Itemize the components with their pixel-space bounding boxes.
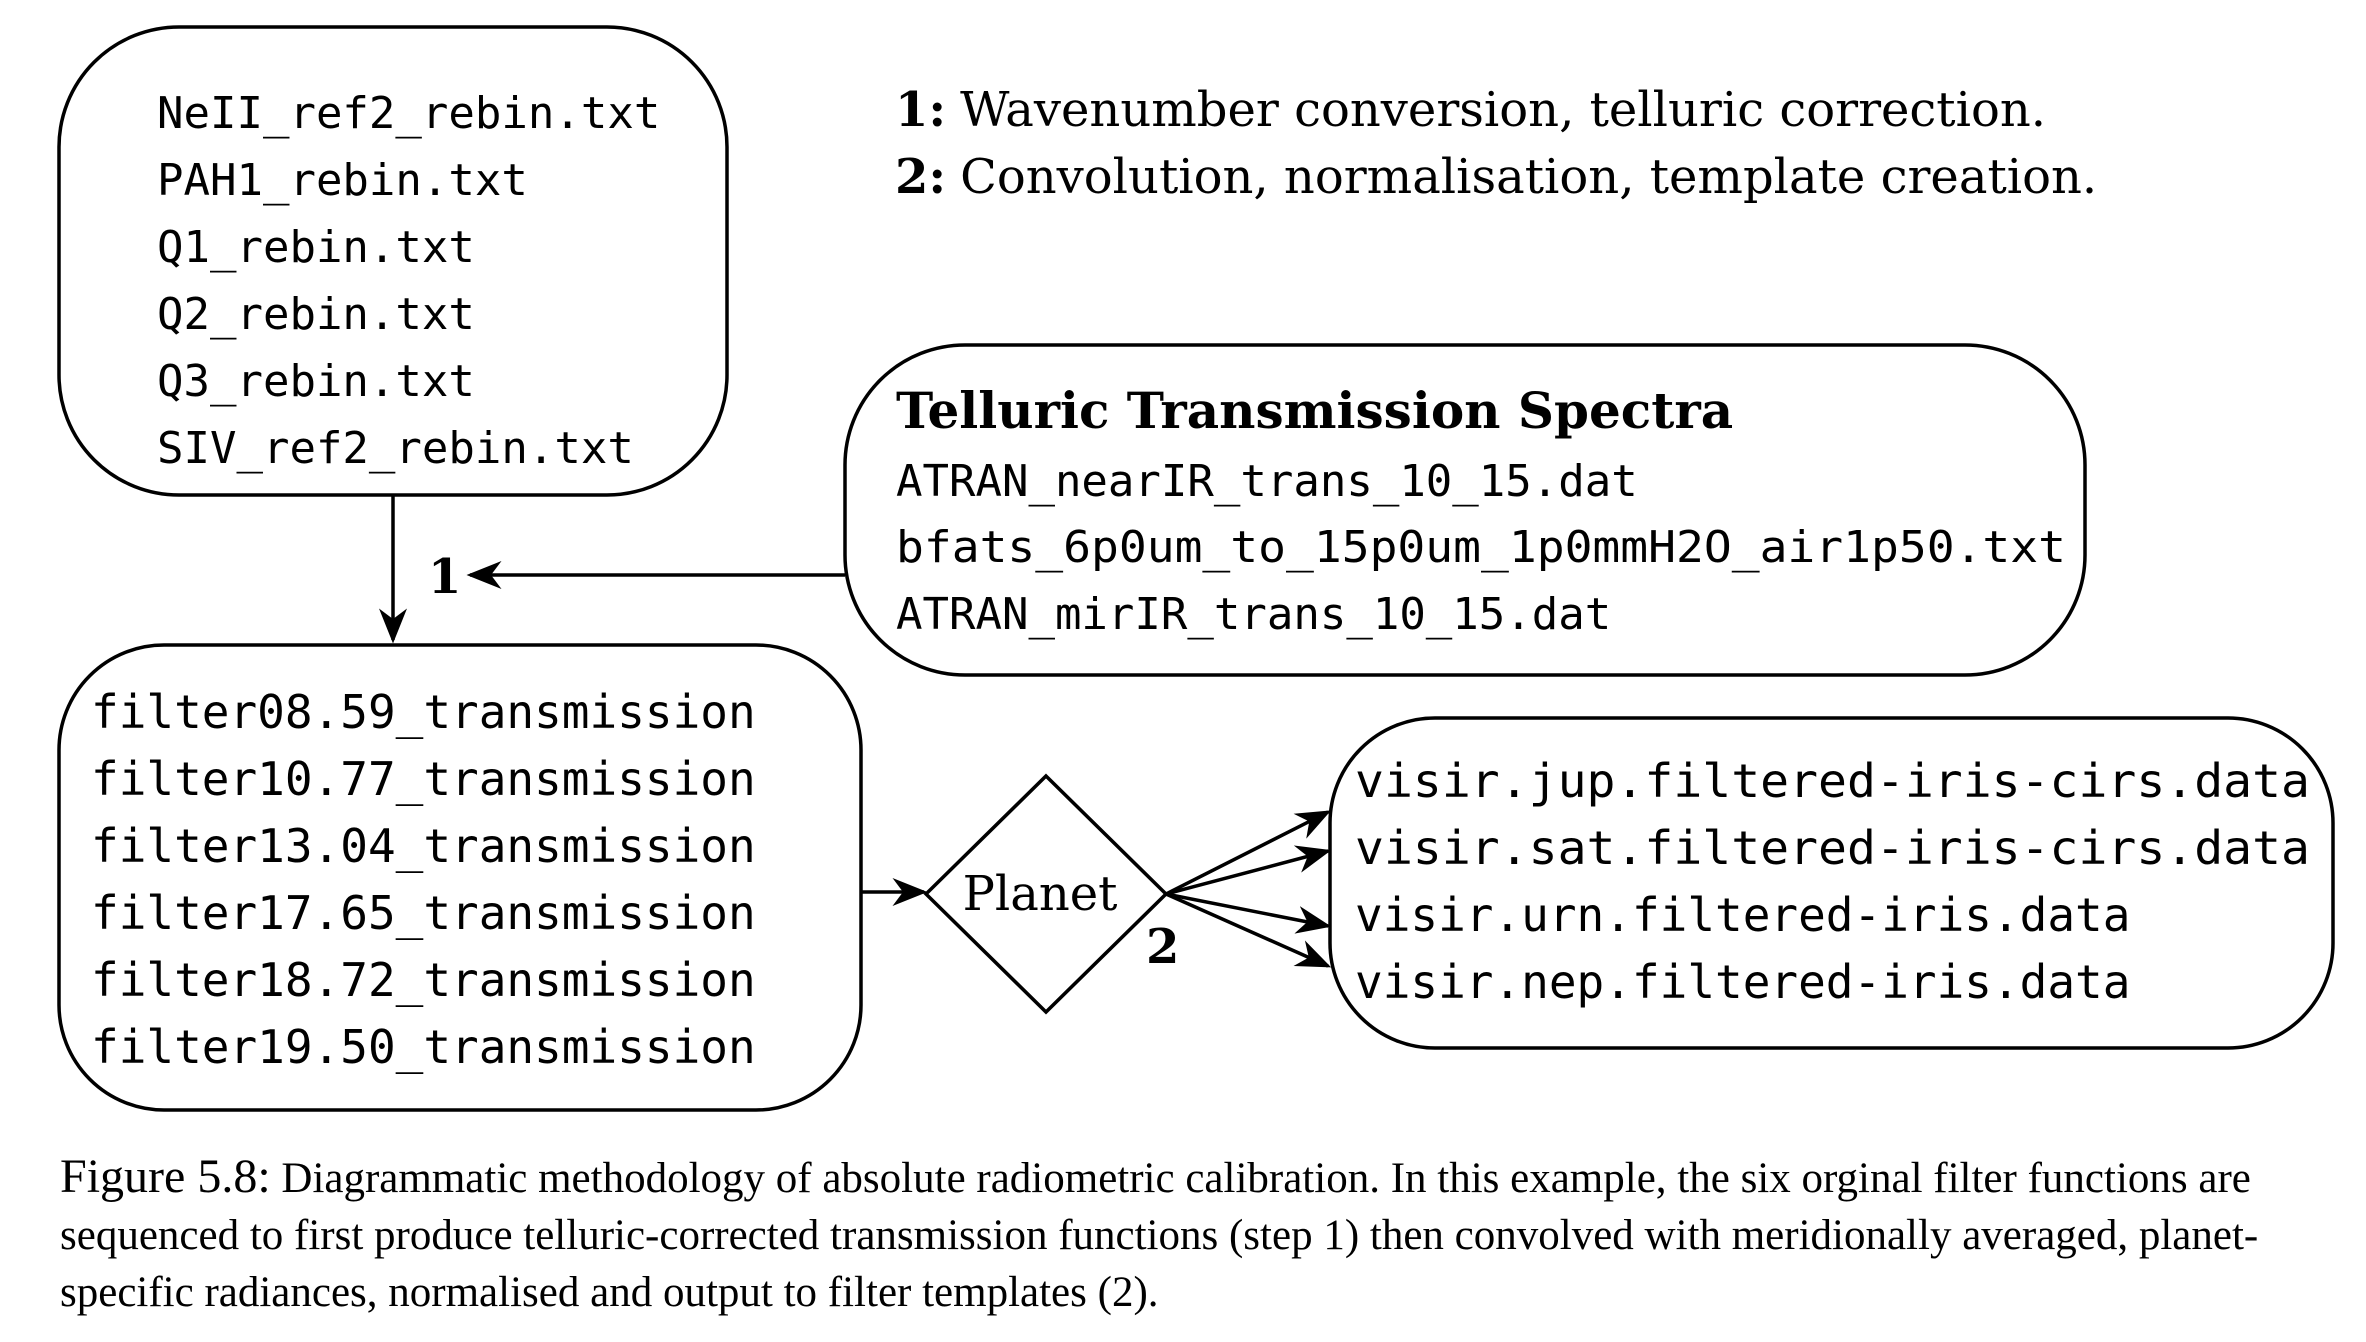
legend: 1:Wavenumber conversion, telluric correc… [895,82,2097,205]
figure-caption: Figure 5.8: Diagrammatic methodology of … [60,1148,2330,1321]
input-file-5: Q3_rebin.txt [157,356,475,407]
transmission-file-5: filter18.72_transmission [91,953,756,1007]
legend-key-2: 2: [895,149,946,205]
transmission-file-1: filter08.59_transmission [91,685,756,739]
transmission-file-3: filter13.04_transmission [91,819,756,873]
telluric-file-2: bfats_6p0um_to_15p0um_1p0mmH2O_air1p50.t… [896,522,2066,573]
input-file-3: Q1_rebin.txt [157,222,475,273]
telluric-title: Telluric Transmission Spectra [896,381,1733,440]
connectors [379,495,1332,968]
telluric-file-1: ATRAN_nearIR_trans_10_15.dat [896,456,1638,507]
outputs-border [1328,716,2335,1050]
input-file-6: SIV_ref2_rebin.txt [157,423,634,474]
input-filters-box: NeII_ref2_rebin.txt PAH1_rebin.txt Q1_re… [57,25,729,497]
arrow-planet-to-jup [1165,810,1332,896]
transmission-file-4: filter17.65_transmission [91,886,756,940]
input-file-4: Q2_rebin.txt [157,289,475,340]
arrow-planet-to-urn [1165,892,1332,934]
outputs-box: visir.jup.filtered-iris-cirs.data visir.… [1328,716,2335,1050]
transmission-file-6: filter19.50_transmission [91,1020,756,1074]
legend-item-2: 2:Convolution, normalisation, template c… [895,149,2097,205]
planet-diamond-shape [923,773,1169,1015]
caption-text: Diagrammatic methodology of absolute rad… [60,1155,2259,1316]
telluric-border [843,343,2087,677]
legend-text-2: Convolution, normalisation, template cre… [960,149,2097,205]
arrow-planet-to-sat [1165,845,1332,896]
input-file-2: PAH1_rebin.txt [157,155,528,206]
legend-text-1: Wavenumber conversion, telluric correcti… [960,82,2046,138]
step-1-label: 1 [428,549,461,605]
transmission-file-2: filter10.77_transmission [91,752,756,806]
output-file-1: visir.jup.filtered-iris-cirs.data [1355,754,2310,808]
output-file-4: visir.nep.filtered-iris.data [1355,955,2130,1009]
planet-label: Planet [963,866,1118,922]
caption-label: Figure 5.8: [60,1150,271,1203]
arrow-planet-to-nep [1165,892,1332,968]
planet-diamond: Planet [923,773,1169,1015]
legend-item-1: 1:Wavenumber conversion, telluric correc… [895,82,2046,138]
transmission-box: filter08.59_transmission filter10.77_tra… [57,643,863,1112]
input-file-1: NeII_ref2_rebin.txt [157,88,660,139]
output-file-3: visir.urn.filtered-iris.data [1355,888,2130,942]
output-file-2: visir.sat.filtered-iris-cirs.data [1355,821,2310,875]
telluric-file-3: ATRAN_mirIR_trans_10_15.dat [896,589,1611,640]
telluric-box: Telluric Transmission Spectra ATRAN_near… [843,343,2087,677]
transmission-border [57,643,863,1112]
step-2-label: 2 [1146,919,1179,975]
legend-key-1: 1: [895,82,946,138]
